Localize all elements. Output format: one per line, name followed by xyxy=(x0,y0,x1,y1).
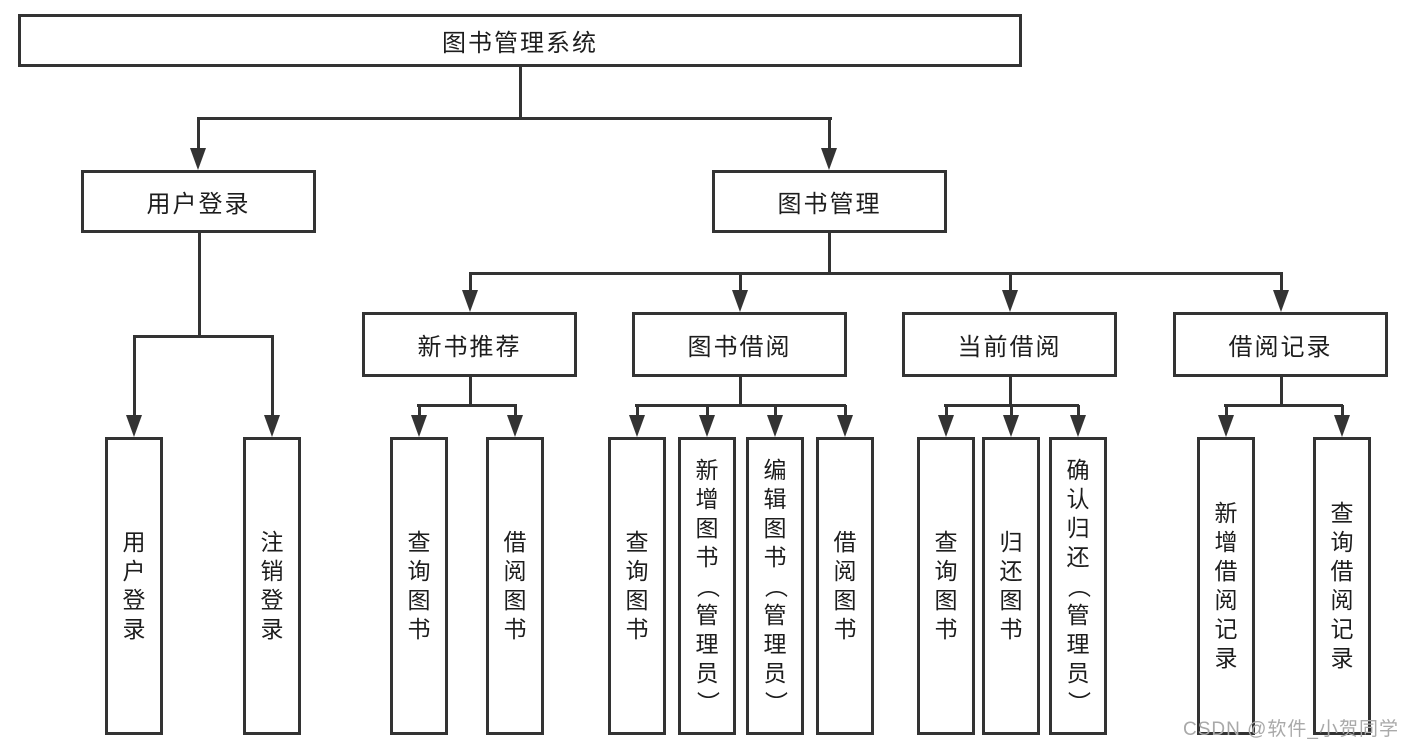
arrow-down-icon xyxy=(1273,290,1289,312)
connector-line xyxy=(1009,273,1012,291)
node-borrow-records: 借阅记录 xyxy=(1173,312,1388,377)
leaf-label: 新增借阅记录 xyxy=(1214,500,1238,671)
leaf-add-book-admin: 新增图书（管理员） xyxy=(678,437,736,735)
node-book-management: 图书管理 xyxy=(712,170,947,233)
csdn-watermark: CSDN @软件_小贺同学 xyxy=(1183,719,1399,740)
arrow-down-icon xyxy=(699,415,715,437)
connector-line xyxy=(706,405,709,416)
leaf-label: 查询借阅记录 xyxy=(1330,500,1354,671)
node-label: 图书管理系统 xyxy=(442,30,598,57)
connector-line xyxy=(198,233,201,337)
leaf-label: 确认归还（管理员） xyxy=(1065,456,1092,714)
arrow-down-icon xyxy=(1218,415,1234,437)
node-user-login: 用户登录 xyxy=(81,170,316,233)
connector-line xyxy=(635,404,846,407)
arrow-down-icon xyxy=(264,415,280,437)
leaf-edit-book-admin: 编辑图书（管理员） xyxy=(746,437,804,735)
leaf-borrow-book-1: 借阅图书 xyxy=(486,437,544,735)
leaf-query-book-2: 查询图书 xyxy=(608,437,666,735)
connector-line xyxy=(945,405,948,416)
connector-line xyxy=(636,405,639,416)
leaf-query-book-3: 查询图书 xyxy=(917,437,975,735)
node-label: 借阅记录 xyxy=(1228,334,1333,361)
leaf-user-login: 用户登录 xyxy=(105,437,163,735)
node-label: 新书推荐 xyxy=(417,334,522,361)
connector-line xyxy=(469,273,472,291)
connector-line xyxy=(1341,405,1344,416)
connector-line xyxy=(271,336,274,416)
leaf-label: 新增图书（管理员） xyxy=(694,456,721,714)
leaf-label: 借阅图书 xyxy=(833,529,857,642)
leaf-label: 查询图书 xyxy=(625,529,649,642)
arrow-down-icon xyxy=(411,415,427,437)
arrow-down-icon xyxy=(821,148,837,170)
leaf-label: 查询图书 xyxy=(934,529,958,642)
leaf-add-borrow-record: 新增借阅记录 xyxy=(1197,437,1255,735)
connector-line xyxy=(1224,404,1343,407)
connector-line xyxy=(1225,405,1228,416)
arrow-down-icon xyxy=(1002,290,1018,312)
connector-line xyxy=(197,117,832,120)
arrow-down-icon xyxy=(938,415,954,437)
connector-line xyxy=(1280,377,1283,406)
arrow-down-icon xyxy=(629,415,645,437)
leaf-logout: 注销登录 xyxy=(243,437,301,735)
leaf-query-borrow-record: 查询借阅记录 xyxy=(1313,437,1371,735)
arrow-down-icon xyxy=(1003,415,1019,437)
arrow-down-icon xyxy=(507,415,523,437)
leaf-label: 注销登录 xyxy=(260,529,284,642)
leaf-label: 借阅图书 xyxy=(503,529,527,642)
arrow-down-icon xyxy=(1070,415,1086,437)
connector-line xyxy=(418,405,421,416)
node-new-book-recommend: 新书推荐 xyxy=(362,312,577,377)
connector-line xyxy=(1010,405,1013,416)
arrow-down-icon xyxy=(462,290,478,312)
connector-line xyxy=(469,272,1283,275)
connector-line xyxy=(514,405,517,416)
leaf-label: 查询图书 xyxy=(407,529,431,642)
leaf-label: 归还图书 xyxy=(999,529,1023,642)
connector-line xyxy=(828,233,831,274)
node-book-borrow: 图书借阅 xyxy=(632,312,847,377)
leaf-return-book: 归还图书 xyxy=(982,437,1040,735)
node-root: 图书管理系统 xyxy=(18,14,1022,67)
connector-line xyxy=(844,405,847,416)
leaf-label: 编辑图书（管理员） xyxy=(762,456,789,714)
connector-line xyxy=(774,405,777,416)
connector-line xyxy=(519,67,522,119)
node-label: 图书借阅 xyxy=(687,334,792,361)
leaf-query-book-1: 查询图书 xyxy=(390,437,448,735)
connector-line xyxy=(739,273,742,291)
connector-line xyxy=(133,336,136,416)
node-label: 当前借阅 xyxy=(957,334,1062,361)
arrow-down-icon xyxy=(767,415,783,437)
arrow-down-icon xyxy=(1334,415,1350,437)
arrow-down-icon xyxy=(837,415,853,437)
connector-line xyxy=(1077,405,1080,416)
leaf-confirm-return-admin: 确认归还（管理员） xyxy=(1049,437,1107,735)
node-label: 用户登录 xyxy=(146,191,251,218)
node-label: 图书管理 xyxy=(777,191,882,218)
arrow-down-icon xyxy=(190,148,206,170)
connector-line xyxy=(197,118,200,150)
connector-line xyxy=(1280,273,1283,291)
node-current-borrow: 当前借阅 xyxy=(902,312,1117,377)
connector-line xyxy=(469,377,472,406)
connector-line xyxy=(739,377,742,406)
arrow-down-icon xyxy=(126,415,142,437)
leaf-borrow-book-2: 借阅图书 xyxy=(816,437,874,735)
connector-line xyxy=(133,335,274,338)
arrow-down-icon xyxy=(732,290,748,312)
connector-line xyxy=(1009,377,1012,406)
connector-line xyxy=(828,118,831,150)
connector-line xyxy=(417,404,517,407)
leaf-label: 用户登录 xyxy=(122,529,146,642)
